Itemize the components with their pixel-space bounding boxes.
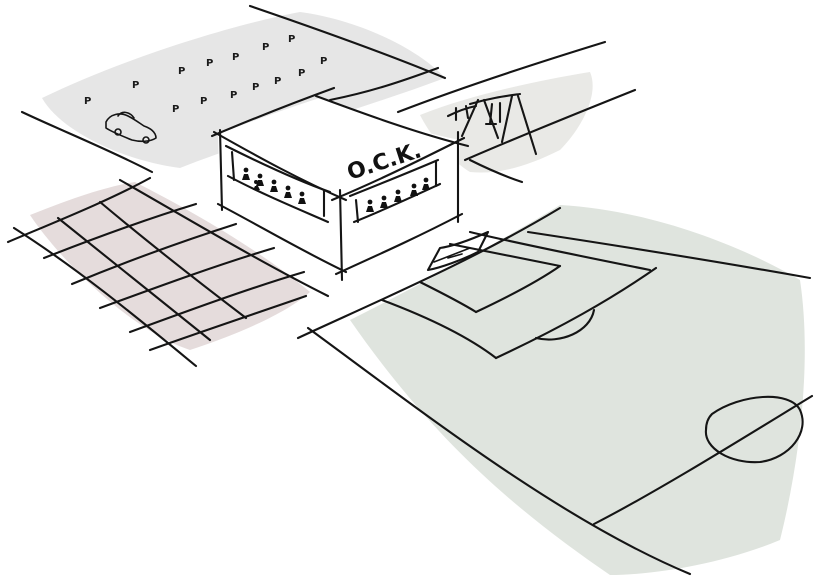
parking-marker: P [178,66,185,77]
parking-marker: P [206,58,213,69]
parking-marker: P [274,76,281,87]
parking-marker: P [172,104,179,115]
parking-marker: P [262,42,269,53]
parking-marker: P [288,34,295,45]
parking-marker: P [320,56,327,67]
parking-marker: P [230,90,237,101]
parking-marker: P [232,52,239,63]
parking-marker: P [200,96,207,107]
parking-marker: P [252,82,259,93]
parking-marker: P [298,68,305,79]
parking-marker: P [132,80,139,91]
field-fill [350,205,805,575]
football-field [298,205,812,575]
parking-marker: P [84,96,91,107]
